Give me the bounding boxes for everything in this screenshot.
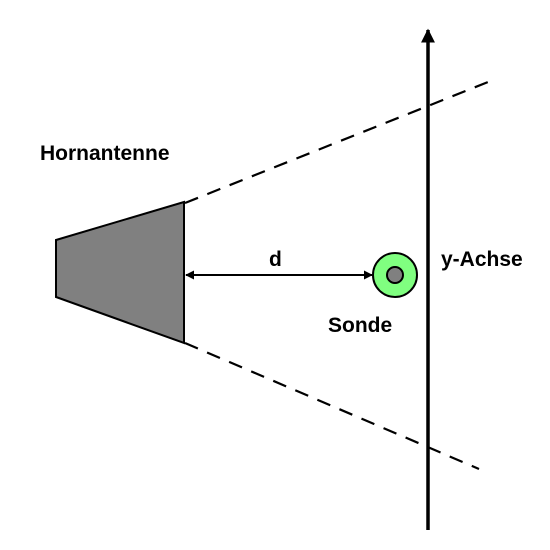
beam-lower-edge bbox=[184, 341, 480, 471]
distance-label: d bbox=[269, 248, 282, 271]
y-axis-label: y-Achse bbox=[441, 248, 523, 271]
probe-label: Sonde bbox=[328, 314, 393, 337]
beam-upper-edge bbox=[184, 80, 489, 205]
antenna-label: Hornantenne bbox=[40, 142, 170, 165]
horn-antenna-shape bbox=[55, 200, 185, 345]
probe-core bbox=[386, 266, 404, 284]
